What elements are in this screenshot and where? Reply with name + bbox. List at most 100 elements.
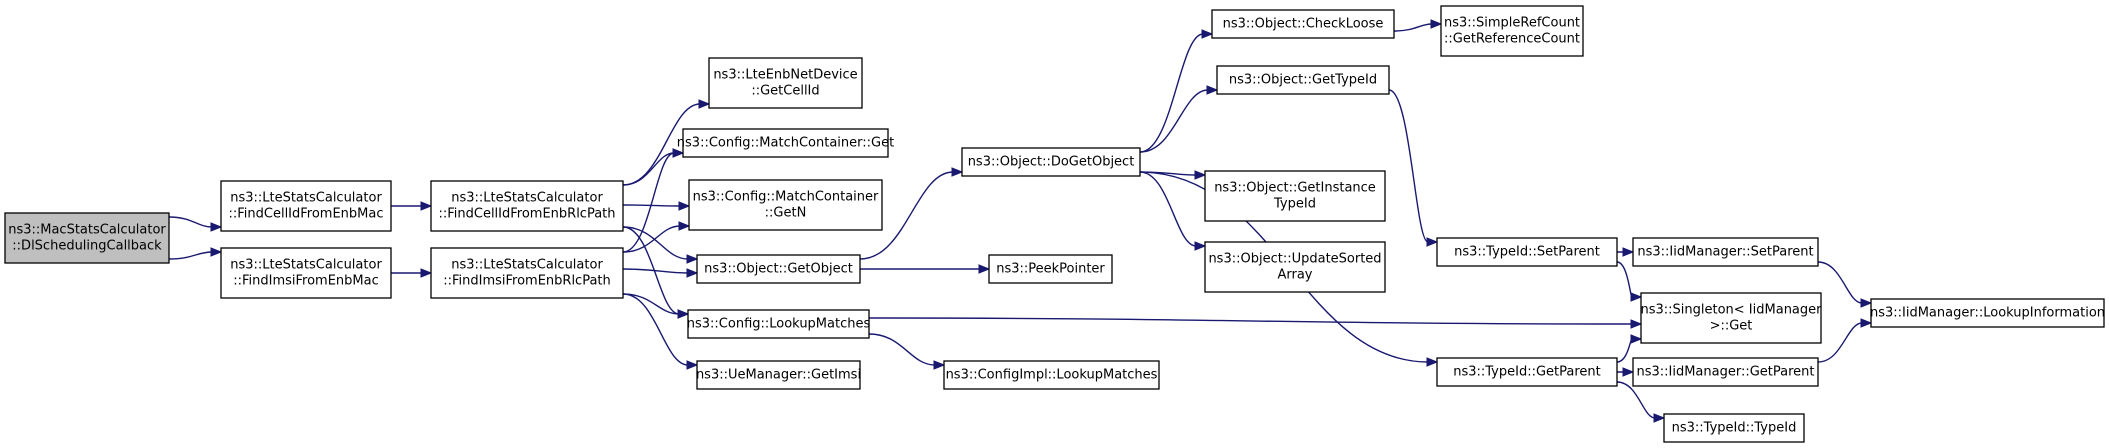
node-label-line: ns3::Object::GetInstance — [1214, 181, 1376, 196]
call-edge-n2-n4 — [391, 268, 433, 278]
node-box — [1663, 413, 1805, 443]
node-box — [988, 254, 1113, 284]
function-node[interactable]: ns3::TypeId::GetParent — [1436, 357, 1618, 387]
node-label-line: ns3::Object::UpdateSorted — [1208, 252, 1381, 267]
function-node[interactable]: ns3::SimpleRefCount::GetReferenceCount — [1440, 5, 1584, 57]
node-label-line: ns3::LteStatsCalculator — [230, 191, 382, 206]
edge-line — [168, 251, 213, 260]
arrowhead-icon — [1630, 334, 1643, 344]
call-edge-n11-n15 — [1139, 85, 1219, 153]
function-node[interactable]: ns3::ConfigImpl::LookupMatches — [943, 360, 1160, 390]
node-box — [961, 147, 1141, 177]
arrowhead-icon — [951, 167, 964, 177]
root-function-node[interactable]: ns3::MacStatsCalculator::DlSchedulingCal… — [4, 212, 170, 264]
node-label-line: ns3::ConfigImpl::LookupMatches — [946, 368, 1158, 383]
function-node[interactable]: ns3::Config::MatchContainer::GetN — [688, 179, 883, 231]
edge-line — [622, 268, 689, 274]
call-edge-n4-n9 — [622, 293, 690, 319]
node-label-line: ns3::MacStatsCalculator — [8, 223, 166, 238]
function-node[interactable]: ns3::Config::MatchContainer::Get — [677, 128, 894, 158]
edge-line — [1139, 89, 1209, 153]
function-node[interactable]: ns3::Object::DoGetObject — [961, 147, 1141, 177]
call-edge-n0-n1 — [168, 216, 223, 232]
edge-line — [622, 293, 689, 366]
edge-line — [622, 204, 681, 207]
call-edge-n4-n6 — [622, 148, 685, 253]
node-label-line: ns3::Object::DoGetObject — [968, 155, 1135, 170]
node-box — [1436, 237, 1618, 267]
node-box — [1204, 170, 1386, 222]
arrowhead-icon — [677, 309, 690, 319]
edge-line — [859, 171, 954, 260]
function-node[interactable]: ns3::Singleton< IidManager >::Get — [1640, 292, 1822, 344]
arrowhead-icon — [1426, 237, 1439, 247]
node-box — [696, 360, 861, 390]
node-label-line: ns3::Object::GetTypeId — [1229, 73, 1377, 88]
edge-line — [622, 225, 681, 253]
node-label-line: ns3::Config::MatchContainer — [693, 190, 879, 205]
arrowhead-icon — [1201, 29, 1214, 39]
node-label-line: ns3::IidManager::SetParent — [1637, 245, 1813, 260]
function-node[interactable]: ns3::LteStatsCalculator::FindCellIdFromE… — [430, 180, 624, 232]
call-edge-n1-n3 — [391, 201, 433, 211]
node-label-line: ns3::IidManager::LookupInformation — [1870, 306, 2105, 321]
arrowhead-icon — [672, 148, 685, 158]
arrowhead-icon — [978, 264, 991, 274]
node-label-line: ns3::LteStatsCalculator — [230, 258, 382, 273]
node-label-line: ns3::TypeId::TypeId — [1672, 421, 1797, 436]
function-node[interactable]: ns3::TypeId::TypeId — [1663, 413, 1805, 443]
call-edge-n20-n22 — [1616, 334, 1643, 363]
arrowhead-icon — [698, 99, 711, 109]
call-edge-n0-n2 — [168, 247, 223, 260]
call-edge-n9-n13 — [868, 333, 946, 370]
arrowhead-icon — [1630, 292, 1643, 302]
function-node[interactable]: ns3::IidManager::SetParent — [1632, 237, 1819, 267]
node-box — [4, 212, 170, 264]
function-nodes: ns3::MacStatsCalculator::DlSchedulingCal… — [4, 5, 2105, 443]
function-node[interactable]: ns3::IidManager::GetParent — [1632, 357, 1819, 387]
node-box — [220, 180, 392, 232]
arrowhead-icon — [1860, 298, 1873, 308]
function-node[interactable]: ns3::Object::CheckLoose — [1211, 9, 1395, 39]
call-edge-n20-n24 — [1616, 381, 1666, 423]
node-label-line: ::FindImsiFromEnbMac — [233, 274, 379, 289]
node-label-line: ns3::TypeId::GetParent — [1453, 365, 1601, 380]
node-box — [688, 179, 883, 231]
function-node[interactable]: ns3::Object::GetObject — [696, 254, 861, 284]
function-node[interactable]: ns3::LteStatsCalculator::FindCellIdFromE… — [220, 180, 392, 232]
function-node[interactable]: ns3::LteEnbNetDevice::GetCellId — [708, 57, 863, 109]
arrowhead-icon — [210, 222, 223, 232]
node-box — [687, 309, 870, 339]
function-node[interactable]: ns3::LteStatsCalculator::FindImsiFromEnb… — [220, 247, 392, 299]
function-node[interactable]: ns3::Object::GetTypeId — [1216, 65, 1390, 95]
edge-line — [868, 333, 936, 366]
node-label-line: ns3::Config::MatchContainer::Get — [677, 136, 894, 151]
function-node[interactable]: ns3::TypeId::SetParent — [1436, 237, 1618, 267]
arrowhead-icon — [210, 247, 223, 257]
function-node[interactable]: ns3::Config::LookupMatches — [687, 309, 871, 339]
arrowhead-icon — [686, 254, 699, 264]
node-label-line: ::FindImsiFromEnbRlcPath — [443, 274, 611, 289]
call-edge-n8-n12 — [860, 264, 991, 274]
arrowhead-icon — [420, 268, 433, 278]
edge-line — [1139, 33, 1204, 153]
arrowhead-icon — [933, 360, 946, 370]
node-label-line: ns3::IidManager::GetParent — [1636, 365, 1814, 380]
function-node[interactable]: ns3::IidManager::LookupInformation — [1870, 298, 2105, 328]
call-edge-n3-n7 — [622, 201, 691, 211]
node-box — [696, 254, 861, 284]
function-node[interactable]: ns3::UeManager::GetImsi — [696, 360, 861, 390]
arrowhead-icon — [1194, 170, 1207, 180]
node-label-line: TypeId — [1273, 197, 1316, 212]
node-label-line: ns3::LteStatsCalculator — [451, 258, 603, 273]
call-edge-n4-n10 — [622, 293, 699, 370]
function-node[interactable]: ns3::PeekPointer — [988, 254, 1113, 284]
arrowhead-icon — [686, 360, 699, 370]
edge-line — [1616, 261, 1633, 298]
node-box — [1632, 357, 1819, 387]
edge-line — [622, 152, 675, 253]
function-node[interactable]: ns3::LteStatsCalculator::FindImsiFromEnb… — [430, 247, 624, 299]
node-label-line: ns3::LteStatsCalculator — [451, 191, 603, 206]
